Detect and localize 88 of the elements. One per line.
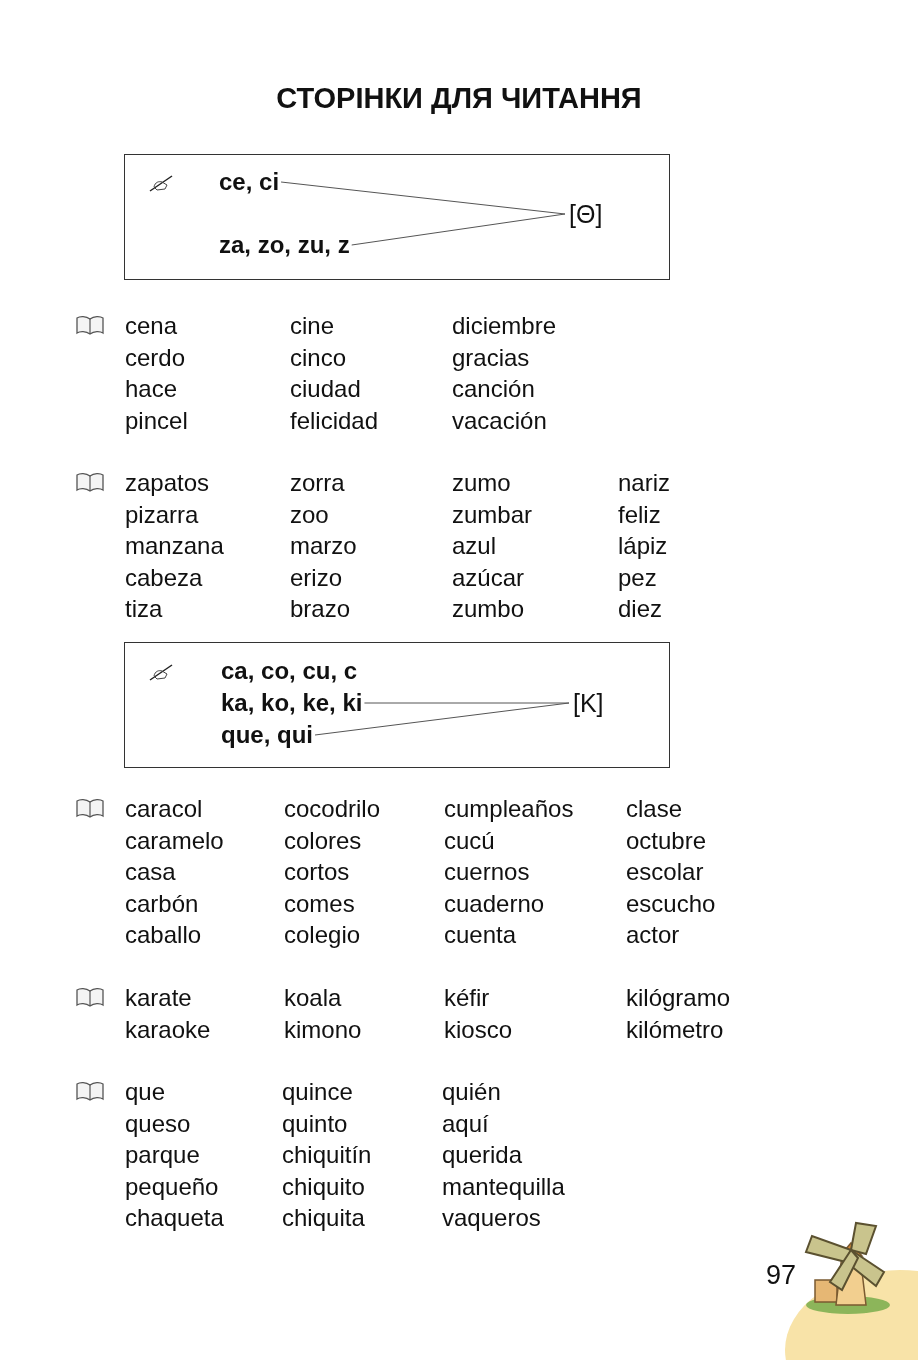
vocabulary-word: caballo	[125, 921, 202, 949]
vocabulary-word: ciudad	[290, 375, 361, 403]
vocabulary-word: kimono	[284, 1015, 362, 1044]
vocabulary-word: mantequilla	[442, 1172, 565, 1201]
vocabulary-word: cena	[125, 312, 178, 340]
vocabulary-word: quinto	[282, 1109, 348, 1138]
vocabulary-word: koala	[284, 984, 342, 1012]
vocabulary-word: hace	[125, 375, 178, 403]
vocabulary-word: cerdo	[125, 343, 186, 372]
vocabulary-word: karaoke	[125, 1015, 211, 1044]
page-number: 97	[766, 1261, 797, 1289]
vocabulary-word: erizo	[290, 563, 343, 592]
vocabulary-word: cocodrilo	[284, 795, 381, 823]
vocabulary-word: zoo	[290, 500, 329, 529]
vocabulary-word: caramelo	[125, 826, 224, 855]
vocabulary-word: kiosco	[444, 1015, 513, 1044]
vocabulary-word: caracol	[125, 795, 203, 823]
connector-line	[351, 213, 566, 246]
vocabulary-word: cucú	[444, 826, 495, 855]
vocabulary-word: cumpleaños	[444, 795, 574, 823]
vocabulary-word: pez	[618, 563, 657, 592]
vocabulary-word: octubre	[626, 826, 707, 855]
vocabulary-word: escucho	[626, 889, 716, 918]
vocabulary-word: zumbar	[452, 500, 533, 529]
vocabulary-word: chiquita	[282, 1204, 365, 1232]
vocabulary-word: zumo	[452, 469, 511, 497]
vocabulary-word: casa	[125, 858, 176, 886]
vocabulary-word: cortos	[284, 858, 350, 886]
vocabulary-word: colores	[284, 826, 362, 855]
connector-line	[280, 181, 566, 215]
vocabulary-word: cine	[290, 312, 335, 340]
vocabulary-word: comes	[284, 889, 355, 918]
connector-line	[314, 702, 570, 736]
vocabulary-word: carbón	[125, 889, 199, 918]
vocabulary-word: parque	[125, 1141, 200, 1169]
vocabulary-word: quién	[442, 1078, 501, 1106]
vocabulary-word: kéfir	[444, 984, 490, 1012]
connector-line	[363, 702, 570, 704]
vocabulary-word: clase	[626, 795, 683, 823]
vocabulary-word: karate	[125, 984, 192, 1012]
vocabulary-word: zorra	[290, 469, 345, 497]
vocabulary-word: cuaderno	[444, 889, 545, 918]
syllable-group: ka, ko, ke, ki	[221, 689, 363, 717]
vocabulary-word: escolar	[626, 858, 704, 886]
vocabulary-word: pequeño	[125, 1172, 219, 1201]
vocabulary-word: zumbo	[452, 595, 525, 623]
vocabulary-word: chaqueta	[125, 1204, 224, 1232]
vocabulary-word: lápiz	[618, 532, 668, 560]
vocabulary-word: colegio	[284, 921, 361, 949]
vocabulary-word: azul	[452, 532, 497, 560]
vocabulary-word: quince	[282, 1078, 353, 1106]
vocabulary-word: canción	[452, 375, 535, 403]
vocabulary-word: vaqueros	[442, 1204, 541, 1232]
vocabulary-word: cuernos	[444, 858, 530, 886]
vocabulary-word: azúcar	[452, 563, 525, 592]
vocabulary-word: kilógramo	[626, 984, 731, 1012]
syllable-group: que, qui	[221, 721, 313, 749]
vocabulary-word: pizarra	[125, 500, 199, 529]
vocabulary-word: felicidad	[290, 406, 379, 435]
vocabulary-word: queso	[125, 1109, 191, 1138]
vocabulary-word: pincel	[125, 406, 188, 435]
vocabulary-word: diez	[618, 595, 663, 623]
vocabulary-word: cabeza	[125, 563, 203, 592]
phonetic-symbol: [Θ]	[569, 200, 603, 228]
vocabulary-word: feliz	[618, 500, 661, 529]
vocabulary-word: cuenta	[444, 921, 517, 949]
vocabulary-word: chiquito	[282, 1172, 365, 1201]
vocabulary-word: nariz	[618, 469, 671, 497]
vocabulary-word: marzo	[290, 532, 357, 560]
vocabulary-word: manzana	[125, 532, 224, 560]
syllable-group: ce, ci	[219, 168, 280, 196]
vocabulary-word: kilómetro	[626, 1015, 724, 1044]
page-title: СТОРІНКИ ДЛЯ ЧИТАННЯ	[275, 82, 643, 115]
vocabulary-word: gracias	[452, 343, 530, 372]
vocabulary-word: cinco	[290, 343, 347, 372]
vocabulary-word: actor	[626, 921, 680, 949]
vocabulary-word: querida	[442, 1141, 523, 1169]
syllable-group: za, zo, zu, z	[219, 231, 350, 259]
phonetic-symbol: [K]	[573, 689, 604, 717]
vocabulary-word: vacación	[452, 406, 547, 435]
vocabulary-word: tiza	[125, 595, 163, 623]
vocabulary-word: aquí	[442, 1109, 489, 1138]
vocabulary-word: chiquitín	[282, 1141, 372, 1169]
syllable-group: ca, co, cu, c	[221, 657, 358, 685]
vocabulary-word: que	[125, 1078, 166, 1106]
vocabulary-word: diciembre	[452, 312, 557, 340]
vocabulary-word: brazo	[290, 595, 351, 623]
vocabulary-word: zapatos	[125, 469, 210, 497]
